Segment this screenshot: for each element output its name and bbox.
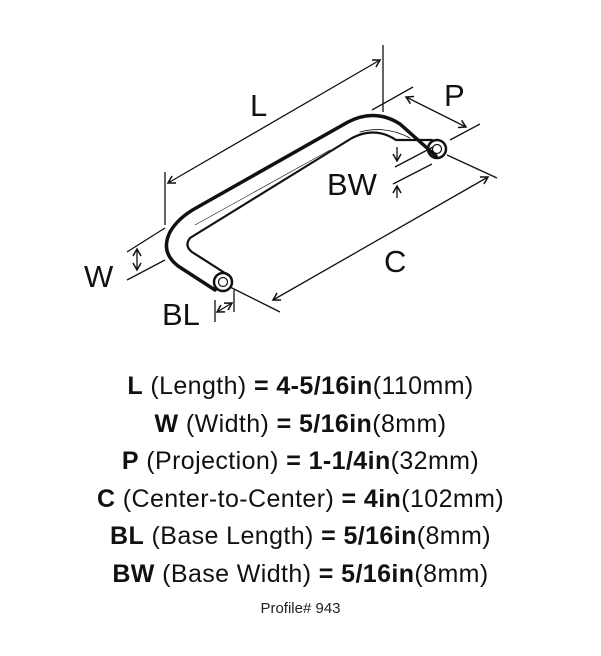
spec-width: W (Width) = 5/16in(8mm) [0,406,601,444]
profile-number: Profile# 943 [260,600,341,617]
spec-center-to-center: C (Center-to-Center) = 4in(102mm) [0,481,601,519]
handle-diagram: L P BW W C BL [84,45,498,332]
spec-key: W [154,409,179,438]
spec-eq: = [254,372,277,400]
spec-eq: = [341,484,364,513]
spec-value: 1-1/4in [308,447,391,475]
spec-eq: = [276,409,299,438]
spec-eq: = [286,447,309,475]
spec-metric: (8mm) [372,409,447,438]
spec-key: L [127,372,143,400]
spec-metric: (110mm) [372,372,474,400]
spec-value: 4in [363,484,402,513]
spec-eq: = [318,559,342,588]
dimension-lines [126,45,498,322]
spec-metric: (102mm) [401,484,505,513]
spec-base-width: BW (Base Width) = 5/16in(8mm) [0,556,601,594]
label-L: L [250,88,267,123]
spec-key: BL [110,522,145,550]
spec-desc: (Width) [178,409,277,438]
spec-value: 4-5/16in [276,372,373,400]
spec-desc: (Length) [143,372,255,400]
spec-desc: (Base Length) [144,522,322,550]
spec-desc: (Base Width) [154,559,319,588]
dimension-specs: L (Length) = 4-5/16in(110mm) W (Width) =… [0,368,601,593]
left-base-end [212,271,234,293]
label-W: W [84,259,114,294]
projection-arrow [404,95,468,129]
base-length-arrow [215,302,234,313]
spec-metric: (8mm) [414,559,489,588]
spec-length: L (Length) = 4-5/16in(110mm) [0,368,601,406]
spec-desc: (Center-to-Center) [115,484,342,513]
spec-projection: P (Projection) = 1-1/4in(32mm) [0,443,601,481]
spec-metric: (32mm) [390,447,480,475]
label-P: P [444,78,465,113]
spec-value: 5/16in [298,409,373,438]
spec-value: 5/16in [341,559,415,588]
spec-key: BW [112,559,155,588]
spec-base-length: BL (Base Length) = 5/16in(8mm) [0,518,601,556]
spec-eq: = [321,522,344,550]
spec-key: C [96,484,116,513]
length-arrow [166,59,382,184]
spec-value: 5/16in [343,522,417,550]
spec-key: P [121,447,139,475]
label-BL: BL [162,297,200,332]
label-BW: BW [327,167,378,202]
spec-desc: (Projection) [138,447,287,475]
spec-metric: (8mm) [416,522,491,550]
label-C: C [384,244,406,279]
center-to-center-arrow [271,176,490,301]
